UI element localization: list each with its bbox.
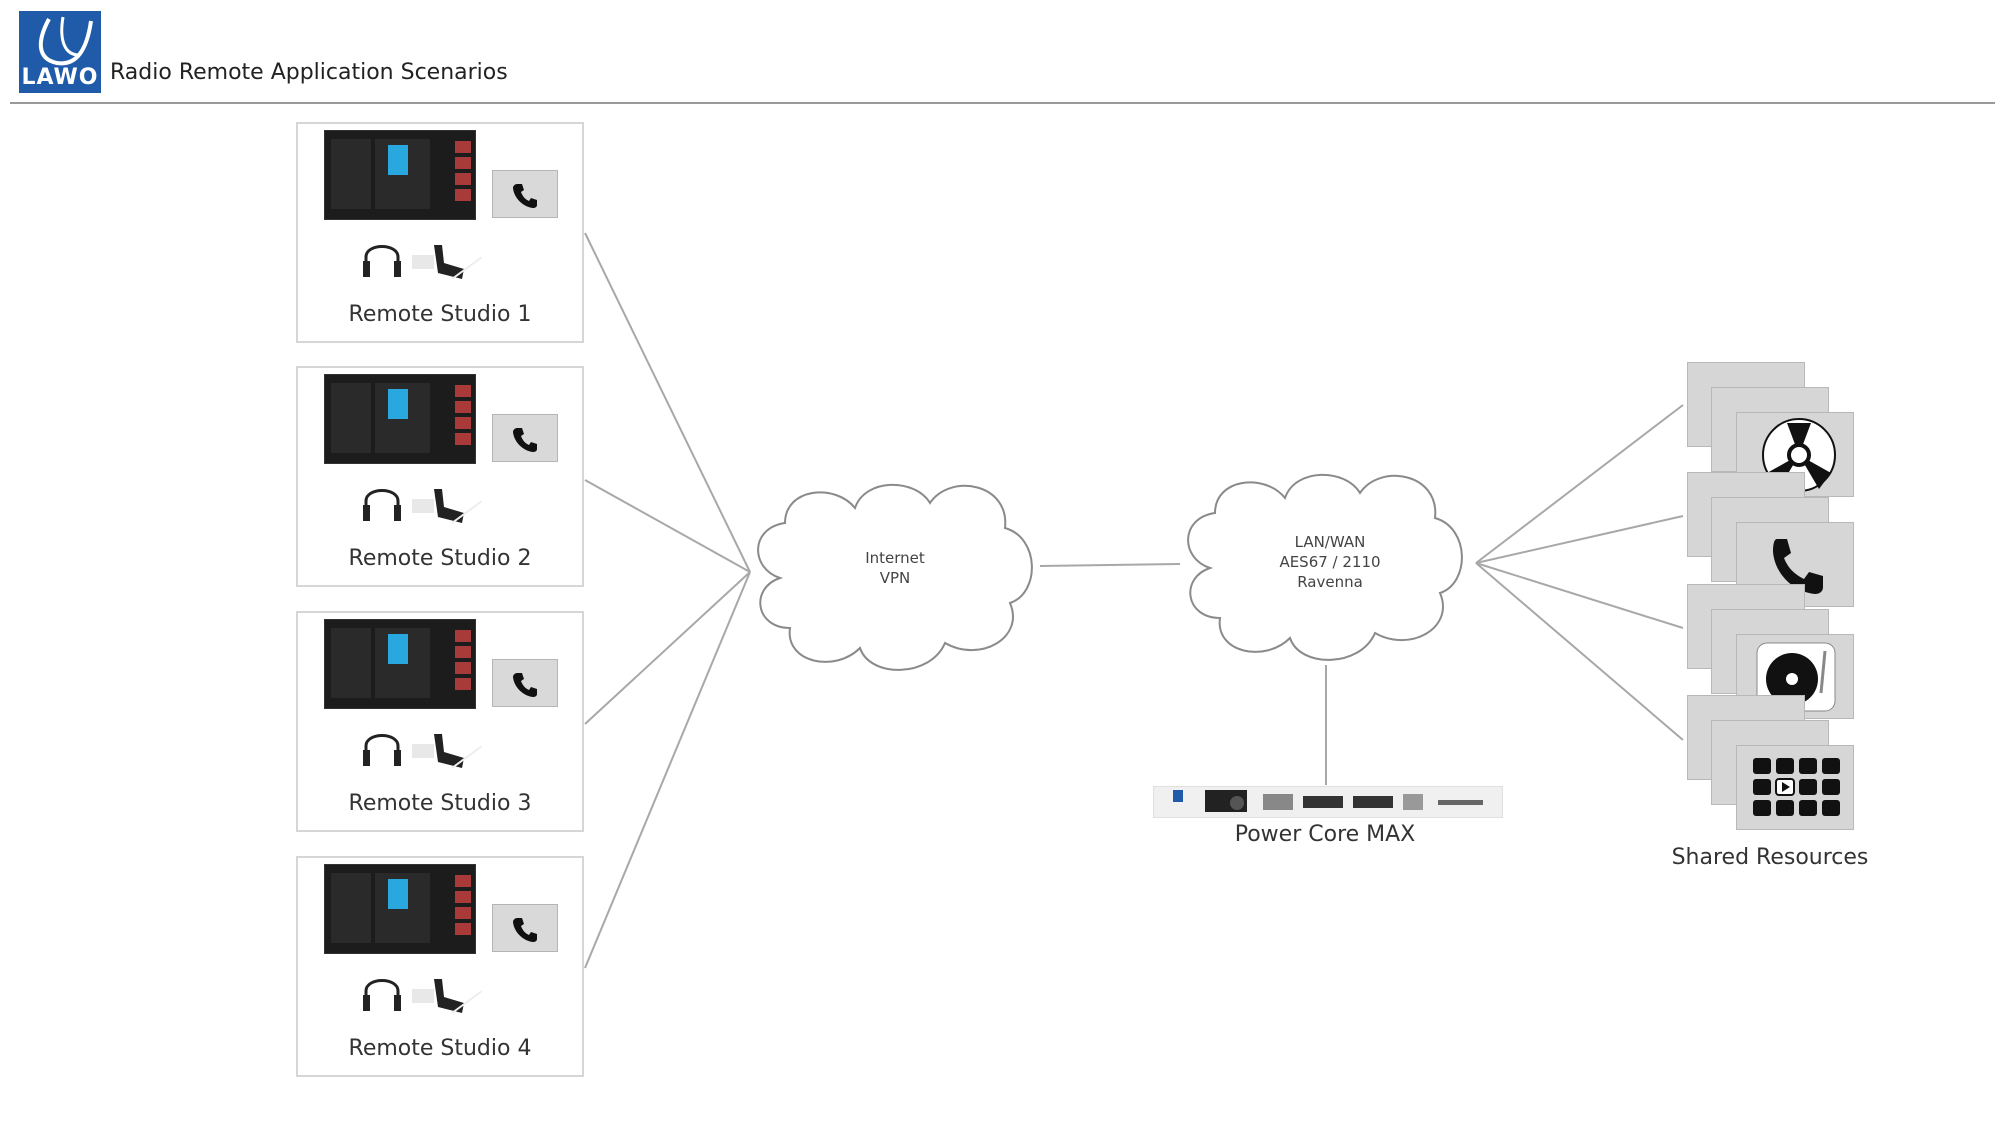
phone-button[interactable] (492, 904, 558, 952)
logo-swoosh-icon (38, 16, 93, 66)
headphones-icon (363, 979, 401, 1011)
phone-icon (513, 673, 537, 697)
phone-button[interactable] (492, 414, 558, 462)
microphone-icon (412, 489, 482, 524)
remote-studio-1: Remote Studio 1 (296, 122, 584, 343)
phone-icon (513, 428, 537, 452)
internet-line1: Internet (865, 549, 925, 567)
lan-cloud-icon (1187, 473, 1463, 661)
microphone-icon (412, 979, 482, 1014)
power-core-max-device (1153, 786, 1503, 818)
lan-line2: AES67 / 2110 (1279, 553, 1381, 571)
link-lan-phones (1475, 515, 1684, 564)
link-studio1-internet (584, 232, 751, 573)
phone-icon (1773, 539, 1823, 594)
link-studio3-internet (584, 571, 751, 725)
link-studio2-internet (584, 479, 751, 573)
internet-cloud-icon (757, 483, 1033, 671)
turntable-icon (1756, 642, 1836, 712)
logo-text: LAWO (21, 65, 99, 90)
studio-label: Remote Studio 2 (348, 546, 532, 571)
lan-line1: LAN/WAN (1294, 533, 1366, 551)
remote-studio-3: Remote Studio 3 (296, 611, 584, 832)
headphones-icon (363, 734, 401, 766)
remote-ui-screen (324, 374, 476, 464)
phone-button[interactable] (492, 659, 558, 707)
link-internet-lan (1039, 563, 1181, 567)
remote-ui-screen (324, 864, 476, 954)
studio-label: Remote Studio 4 (348, 1036, 532, 1061)
link-lan-tapes (1475, 404, 1684, 564)
phone-icon (513, 184, 537, 208)
microphone-icon (412, 245, 482, 280)
lan-line3: Ravenna (1297, 573, 1363, 591)
internet-cloud-label: Internet VPN (835, 548, 955, 588)
phone-button[interactable] (492, 170, 558, 218)
microphone-icon (412, 734, 482, 769)
button-pad-tile (1736, 745, 1854, 830)
studio-label: Remote Studio 1 (348, 302, 532, 327)
button-grid-icon (1753, 758, 1840, 816)
studio-label: Remote Studio 3 (348, 791, 532, 816)
headphones-icon (363, 245, 401, 277)
phone-icon (513, 918, 537, 942)
power-core-max-label: Power Core MAX (1234, 822, 1416, 847)
link-studio4-internet (584, 571, 751, 969)
page-title: Radio Remote Application Scenarios (110, 60, 508, 85)
shared-resources-label: Shared Resources (1671, 845, 1869, 870)
header-divider (10, 102, 1995, 104)
internet-line2: VPN (879, 569, 911, 587)
remote-studio-2: Remote Studio 2 (296, 366, 584, 587)
headphones-icon (363, 489, 401, 521)
lawo-logo: LAWO (19, 11, 101, 93)
remote-ui-screen (324, 130, 476, 220)
remote-ui-screen (324, 619, 476, 709)
lan-cloud-label: LAN/WAN AES67 / 2110 Ravenna (1250, 532, 1410, 592)
link-lan-turntables (1475, 562, 1684, 629)
remote-studio-4: Remote Studio 4 (296, 856, 584, 1077)
link-lan-pads (1475, 562, 1684, 741)
